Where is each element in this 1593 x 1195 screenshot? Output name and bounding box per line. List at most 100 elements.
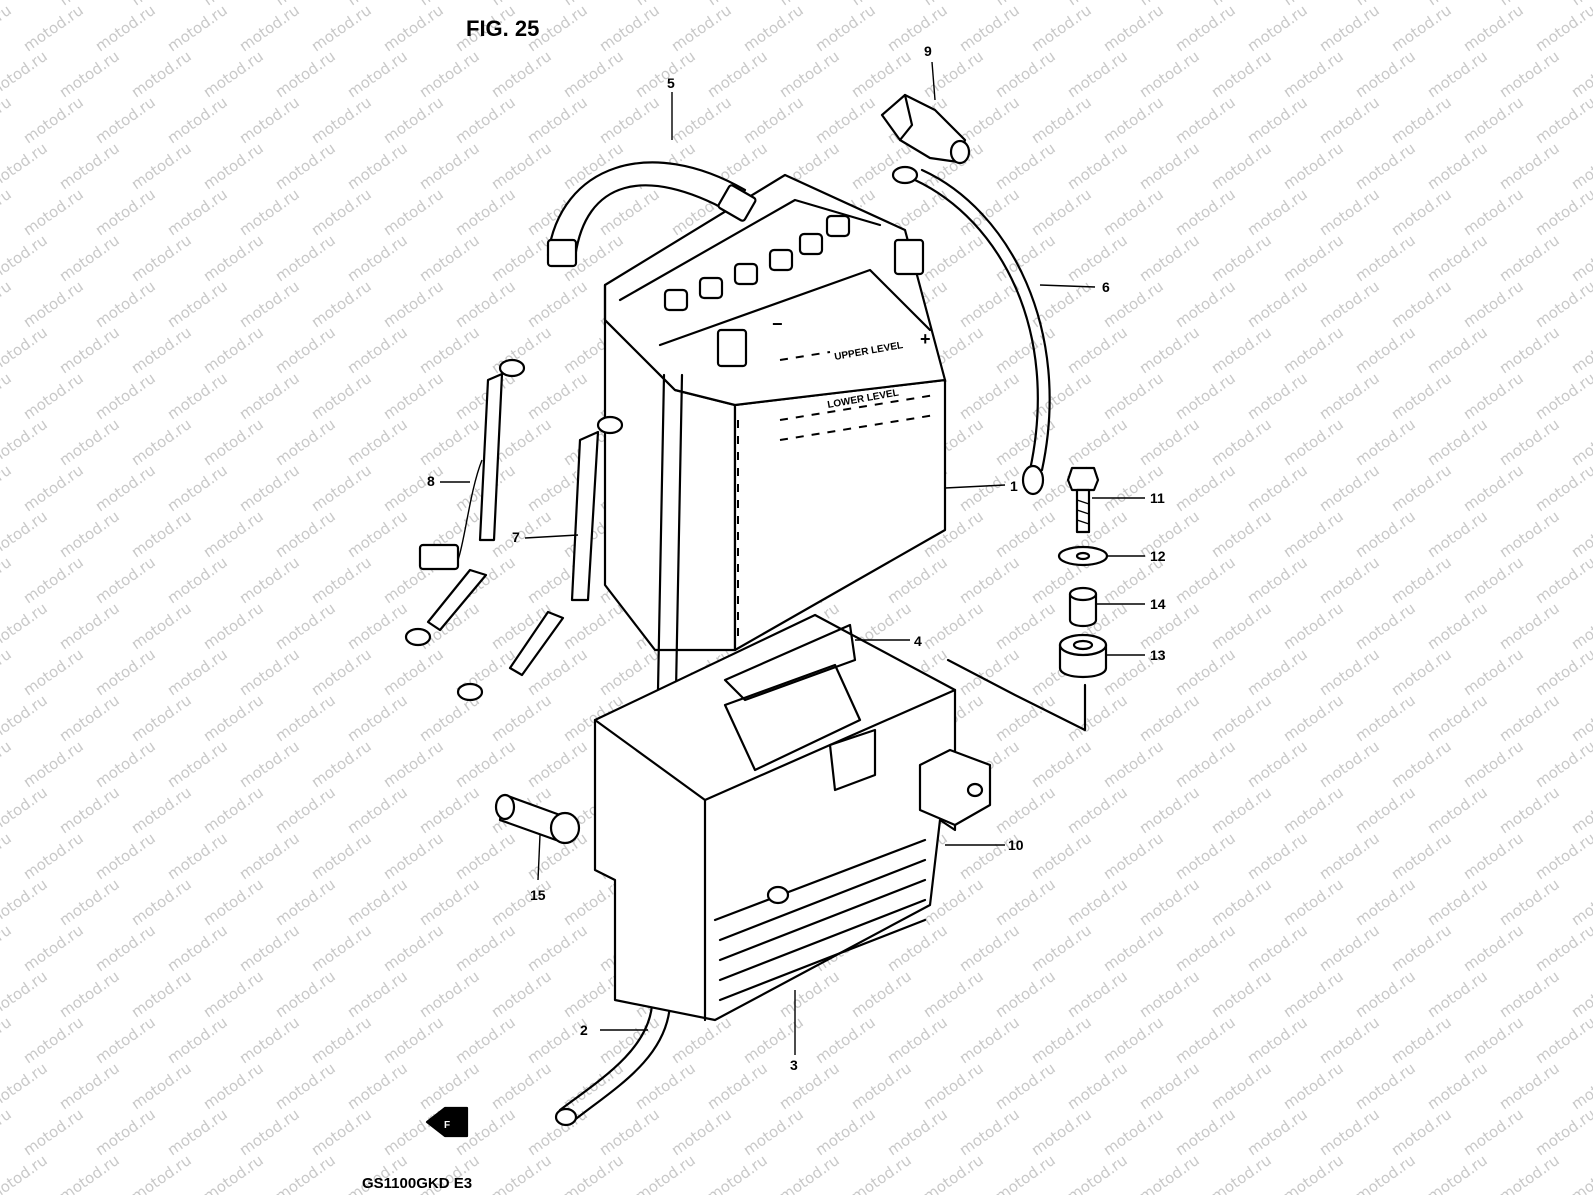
watermark-text: motod.ru — [956, 645, 1023, 699]
watermark-text: motod.ru — [452, 93, 519, 147]
watermark-text: motod.ru — [992, 1059, 1059, 1113]
watermark-text: motod.ru — [128, 323, 195, 377]
watermark-text: motod.ru — [1388, 277, 1455, 331]
watermark-text: motod.ru — [164, 921, 231, 975]
watermark-text: motod.ru — [56, 1059, 123, 1113]
watermark-text: motod.ru — [0, 737, 15, 791]
watermark-text: motod.ru — [92, 369, 159, 423]
watermark-text: motod.ru — [956, 185, 1023, 239]
watermark-text: motod.ru — [452, 277, 519, 331]
watermark-text: motod.ru — [1352, 1151, 1419, 1195]
watermark-text: motod.ru — [344, 599, 411, 653]
watermark-text: motod.ru — [1388, 921, 1455, 975]
watermark-text: motod.ru — [344, 47, 411, 101]
watermark-text: motod.ru — [452, 737, 519, 791]
watermark-text: motod.ru — [1352, 231, 1419, 285]
watermark-text: motod.ru — [1208, 875, 1275, 929]
watermark-text: motod.ru — [380, 461, 447, 515]
watermark-text: motod.ru — [200, 323, 267, 377]
watermark-text: motod.ru — [56, 967, 123, 1021]
watermark-text: motod.ru — [236, 921, 303, 975]
watermark-text: motod.ru — [1064, 1151, 1131, 1195]
watermark-text: motod.ru — [308, 185, 375, 239]
watermark-text: motod.ru — [92, 553, 159, 607]
watermark-text: motod.ru — [1424, 1059, 1491, 1113]
terminal-cover — [880, 93, 971, 165]
washer — [1057, 545, 1109, 567]
watermark-text: motod.ru — [1460, 277, 1527, 331]
watermark-text: motod.ru — [56, 323, 123, 377]
watermark-text: motod.ru — [560, 599, 627, 653]
watermark-text: motod.ru — [308, 93, 375, 147]
watermark-text: motod.ru — [164, 1105, 231, 1159]
watermark-text: motod.ru — [956, 93, 1023, 147]
watermark-text: motod.ru — [272, 507, 339, 561]
watermark-text: motod.ru — [308, 737, 375, 791]
watermark-text: motod.ru — [1316, 369, 1383, 423]
watermark-text: motod.ru — [1244, 185, 1311, 239]
watermark-text: motod.ru — [1244, 461, 1311, 515]
watermark-text: motod.ru — [416, 967, 483, 1021]
watermark-text: motod.ru — [1316, 829, 1383, 883]
watermark-text: motod.ru — [92, 921, 159, 975]
watermark-text: motod.ru — [128, 691, 195, 745]
watermark-text: motod.ru — [1244, 93, 1311, 147]
watermark-text: motod.ru — [236, 553, 303, 607]
watermark-text: motod.ru — [1532, 369, 1593, 423]
watermark-text: motod.ru — [1388, 185, 1455, 239]
watermark-text: motod.ru — [128, 875, 195, 929]
model-code: GS1100GKD E3 — [362, 1175, 472, 1192]
watermark-text: motod.ru — [1460, 553, 1527, 607]
watermark-text: motod.ru — [1496, 1059, 1563, 1113]
watermark-text: motod.ru — [344, 783, 411, 837]
watermark-text: motod.ru — [0, 139, 51, 193]
figure-title: FIG. 25 — [466, 16, 539, 41]
watermark-text: motod.ru — [272, 1151, 339, 1195]
watermark-text: motod.ru — [668, 1013, 735, 1067]
watermark-text: motod.ru — [380, 277, 447, 331]
watermark-text: motod.ru — [1532, 829, 1593, 883]
watermark-text: motod.ru — [0, 691, 51, 745]
watermark-text: motod.ru — [524, 737, 591, 791]
watermark-text: motod.ru — [416, 231, 483, 285]
callout-4: 4 — [914, 633, 922, 649]
watermark-text: motod.ru — [128, 783, 195, 837]
ground-lead — [404, 358, 526, 647]
watermark-text: motod.ru — [236, 277, 303, 331]
watermark-text: motod.ru — [272, 139, 339, 193]
watermark-text: motod.ru — [488, 231, 555, 285]
watermark-text: motod.ru — [1460, 1013, 1527, 1067]
watermark-text: motod.ru — [1460, 1105, 1527, 1159]
watermark-text: motod.ru — [1172, 1013, 1239, 1067]
watermark-text: motod.ru — [992, 139, 1059, 193]
watermark-text: motod.ru — [1460, 921, 1527, 975]
watermark-text: motod.ru — [128, 1151, 195, 1195]
watermark-text: motod.ru — [200, 599, 267, 653]
watermark-text: motod.ru — [488, 507, 555, 561]
watermark-text: motod.ru — [1280, 875, 1347, 929]
front-direction-arrow: F — [425, 1106, 469, 1138]
watermark-text: motod.ru — [0, 645, 15, 699]
watermark-text: motod.ru — [1460, 1, 1527, 55]
watermark-text: motod.ru — [20, 921, 87, 975]
watermark-text: motod.ru — [128, 415, 195, 469]
watermark-text: motod.ru — [1352, 139, 1419, 193]
cushion — [1058, 633, 1108, 678]
watermark-text: motod.ru — [1064, 139, 1131, 193]
watermark-text: motod.ru — [1568, 507, 1593, 561]
watermark-text: motod.ru — [1352, 967, 1419, 1021]
watermark-text: motod.ru — [272, 323, 339, 377]
watermark-text: motod.ru — [0, 277, 15, 331]
watermark-text: motod.ru — [1496, 599, 1563, 653]
battery-negative-lead — [456, 415, 624, 702]
watermark-text: motod.ru — [812, 93, 879, 147]
watermark-text: motod.ru — [1028, 1105, 1095, 1159]
watermark-text: motod.ru — [1280, 967, 1347, 1021]
watermark-text: motod.ru — [416, 415, 483, 469]
watermark-text: motod.ru — [1064, 783, 1131, 837]
plus-sign: + — [920, 329, 931, 349]
watermark-text: motod.ru — [596, 1, 663, 55]
watermark-text: motod.ru — [164, 1, 231, 55]
watermark-text: motod.ru — [488, 47, 555, 101]
watermark-text: motod.ru — [1388, 369, 1455, 423]
